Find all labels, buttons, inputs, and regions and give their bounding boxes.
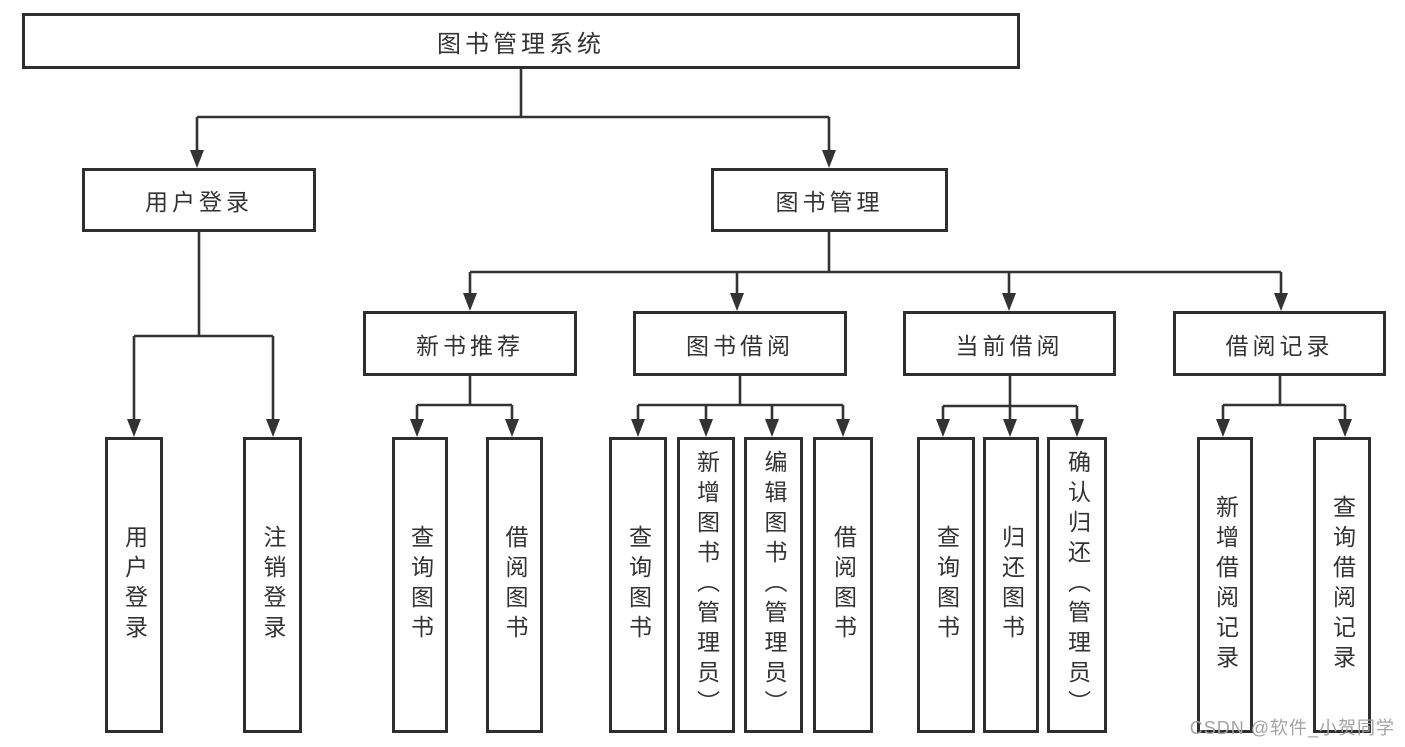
leaf-return-books: 归还图书 [983,437,1039,733]
leaf-query-books-current: 查询图书 [917,437,975,733]
leaf-user-login: 用户登录 [105,437,163,733]
leaf-add-books-admin: 新增图书（管理员） [677,437,735,733]
branch-new-book-recommend [410,376,519,437]
leaf-add-borrow-record-label: 新增借阅记录 [1212,495,1239,675]
leaf-edit-books-admin: 编辑图书（管理员） [744,437,803,733]
node-current-borrow: 当前借阅 [903,311,1116,376]
leaf-query-books-recommend-label: 查询图书 [407,525,434,645]
leaf-query-borrow-record: 查询借阅记录 [1313,437,1371,733]
node-book-management-label: 图书管理 [775,189,884,215]
branch-borrow-records [1216,376,1352,437]
node-book-borrow-label: 图书借阅 [686,332,794,359]
leaf-return-books-label: 归还图书 [998,525,1025,645]
leaf-query-books-borrow-label: 查询图书 [625,525,652,645]
node-book-borrow: 图书借阅 [633,311,847,376]
node-user-login: 用户登录 [82,168,316,232]
leaf-borrow-books-recommend: 借阅图书 [486,437,543,733]
branch-root [190,69,836,168]
csdn-watermark: CSDN @软件_小贺同学 [1189,718,1395,738]
leaf-confirm-return-admin-label: 确认归还（管理员） [1064,450,1091,720]
branch-user-login [127,232,280,437]
leaf-user-login-label: 用户登录 [121,525,148,645]
branch-book-management [463,232,1288,311]
node-new-book-recommend: 新书推荐 [363,311,577,376]
leaf-edit-books-admin-label: 编辑图书（管理员） [761,450,787,720]
node-borrow-records: 借阅记录 [1173,311,1386,376]
leaf-borrow-books-borrow: 借阅图书 [813,437,873,733]
leaf-borrow-books-recommend-label: 借阅图书 [502,525,528,645]
node-borrow-records-label: 借阅记录 [1225,332,1334,359]
branch-book-borrow [631,376,850,437]
leaf-query-books-current-label: 查询图书 [933,525,960,645]
leaf-borrow-books-borrow-label: 借阅图书 [830,525,857,645]
leaf-confirm-return-admin: 确认归还（管理员） [1047,437,1107,733]
node-new-book-recommend-label: 新书推荐 [416,332,524,359]
leaf-add-borrow-record: 新增借阅记录 [1197,437,1253,733]
branch-current-borrow [936,376,1084,437]
node-root: 图书管理系统 [22,13,1020,69]
leaf-query-books-recommend: 查询图书 [392,437,448,733]
leaf-query-borrow-record-label: 查询借阅记录 [1329,495,1356,675]
node-book-management: 图书管理 [711,168,948,232]
leaf-query-books-borrow: 查询图书 [609,437,667,733]
leaf-logout-label: 注销登录 [260,525,286,645]
node-user-login-label: 用户登录 [145,189,253,215]
leaf-add-books-admin-label: 新增图书（管理员） [693,450,720,720]
leaf-logout: 注销登录 [243,437,302,733]
node-current-borrow-label: 当前借阅 [955,332,1064,359]
node-root-label: 图书管理系统 [437,30,605,58]
